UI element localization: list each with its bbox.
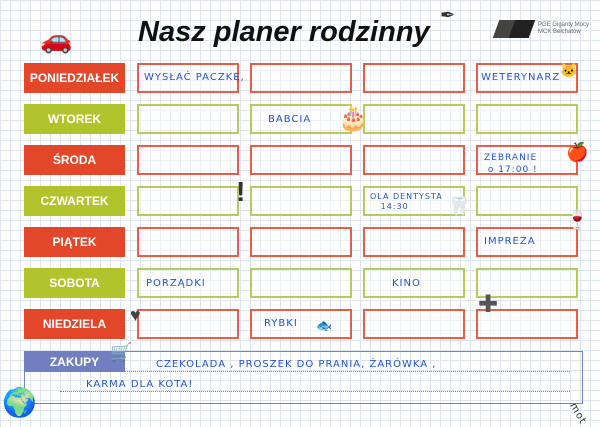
cat-icon: 🐱: [560, 62, 578, 78]
pen-icon: ✒: [440, 5, 456, 25]
cross-icon: ✚: [478, 291, 499, 318]
planner-cell[interactable]: [476, 104, 578, 134]
planner-cell[interactable]: [250, 227, 352, 257]
day-label: CZWARTEK: [24, 186, 125, 216]
day-label: NIEDZIELA: [24, 309, 125, 339]
shopping-label: ZAKUPY: [24, 351, 125, 372]
planner-cell[interactable]: [476, 63, 578, 93]
planner-cell[interactable]: [250, 268, 352, 298]
note-tue-2: BABCIA: [268, 114, 312, 125]
cake-icon: 🎂: [338, 105, 368, 132]
planner-cell[interactable]: [363, 186, 465, 216]
day-label: WTOREK: [24, 104, 125, 134]
logo-line1: PGE Giganty Mocy: [538, 22, 590, 28]
planner-cell[interactable]: [137, 63, 239, 93]
heart-icon: ♥: [130, 305, 141, 325]
logo-mark-icon: [492, 20, 536, 38]
planner-cell[interactable]: [250, 309, 352, 339]
bottle-icon: 🍷: [566, 210, 589, 230]
page-title: Nasz planer rodzinny: [138, 16, 430, 48]
globe-icon: 🌍: [2, 387, 37, 418]
car-icon: 🚗: [40, 24, 73, 54]
planner-cell[interactable]: [137, 227, 239, 257]
shopping-line-2: KARMA DLA KOTA!: [86, 379, 194, 390]
planner-cell[interactable]: [250, 145, 352, 175]
note-sat-3: KINO: [392, 278, 421, 289]
planner-cell[interactable]: [250, 63, 352, 93]
planner-cell[interactable]: [476, 268, 578, 298]
note-mon-4: WETERYNARZ: [481, 72, 561, 83]
planner-cell[interactable]: [363, 268, 465, 298]
note-sun-2: RYBKI: [264, 318, 298, 329]
planner-cell[interactable]: [363, 227, 465, 257]
logo-line2: MCK Bełchatów: [538, 29, 581, 35]
planner-cell[interactable]: [476, 227, 578, 257]
tooth-icon: 🦷: [448, 196, 471, 216]
note-thu-3: OLA DENTYSTA 14:30: [370, 192, 443, 211]
planner-cell[interactable]: [137, 145, 239, 175]
planner-cell[interactable]: [363, 309, 465, 339]
corner-text: mot: [567, 401, 589, 427]
shopping-box[interactable]: [24, 351, 583, 404]
planner-cell[interactable]: [363, 63, 465, 93]
planner-cell[interactable]: [363, 104, 465, 134]
planner-cell[interactable]: [476, 186, 578, 216]
planner-cell[interactable]: [137, 186, 239, 216]
note-wed-4: ZEBRANIE o 17:00 !: [484, 153, 538, 175]
day-label: PONIEDZIAŁEK: [24, 63, 125, 93]
note-fri-4: IMPREZA: [484, 236, 536, 247]
cart-icon: 🛒: [110, 342, 133, 362]
planner-cell[interactable]: [476, 145, 578, 175]
planner-cell[interactable]: [476, 309, 578, 339]
day-label: ŚRODA: [24, 145, 125, 175]
planner-cell[interactable]: [250, 186, 352, 216]
shopping-line-1: CZEKOLADA , PROSZEK DO PRANIA, ŻARÓWKA ,: [156, 359, 437, 370]
planner-cell[interactable]: [137, 268, 239, 298]
note-sat-1: PORZĄDKI: [146, 278, 206, 289]
note-mon-1: WYSŁAĆ PACZKĘ,: [144, 72, 245, 83]
planner-cell[interactable]: [137, 104, 239, 134]
planner-cell[interactable]: [137, 309, 239, 339]
planner-cell[interactable]: [250, 104, 352, 134]
day-label: PIĄTEK: [24, 227, 125, 257]
apple-icon: 🍎: [566, 142, 589, 162]
planner-cell[interactable]: [363, 145, 465, 175]
day-label: SOBOTA: [24, 268, 125, 298]
exclamation-icon: !: [236, 176, 246, 207]
fish-icon: 🐟: [316, 318, 333, 333]
